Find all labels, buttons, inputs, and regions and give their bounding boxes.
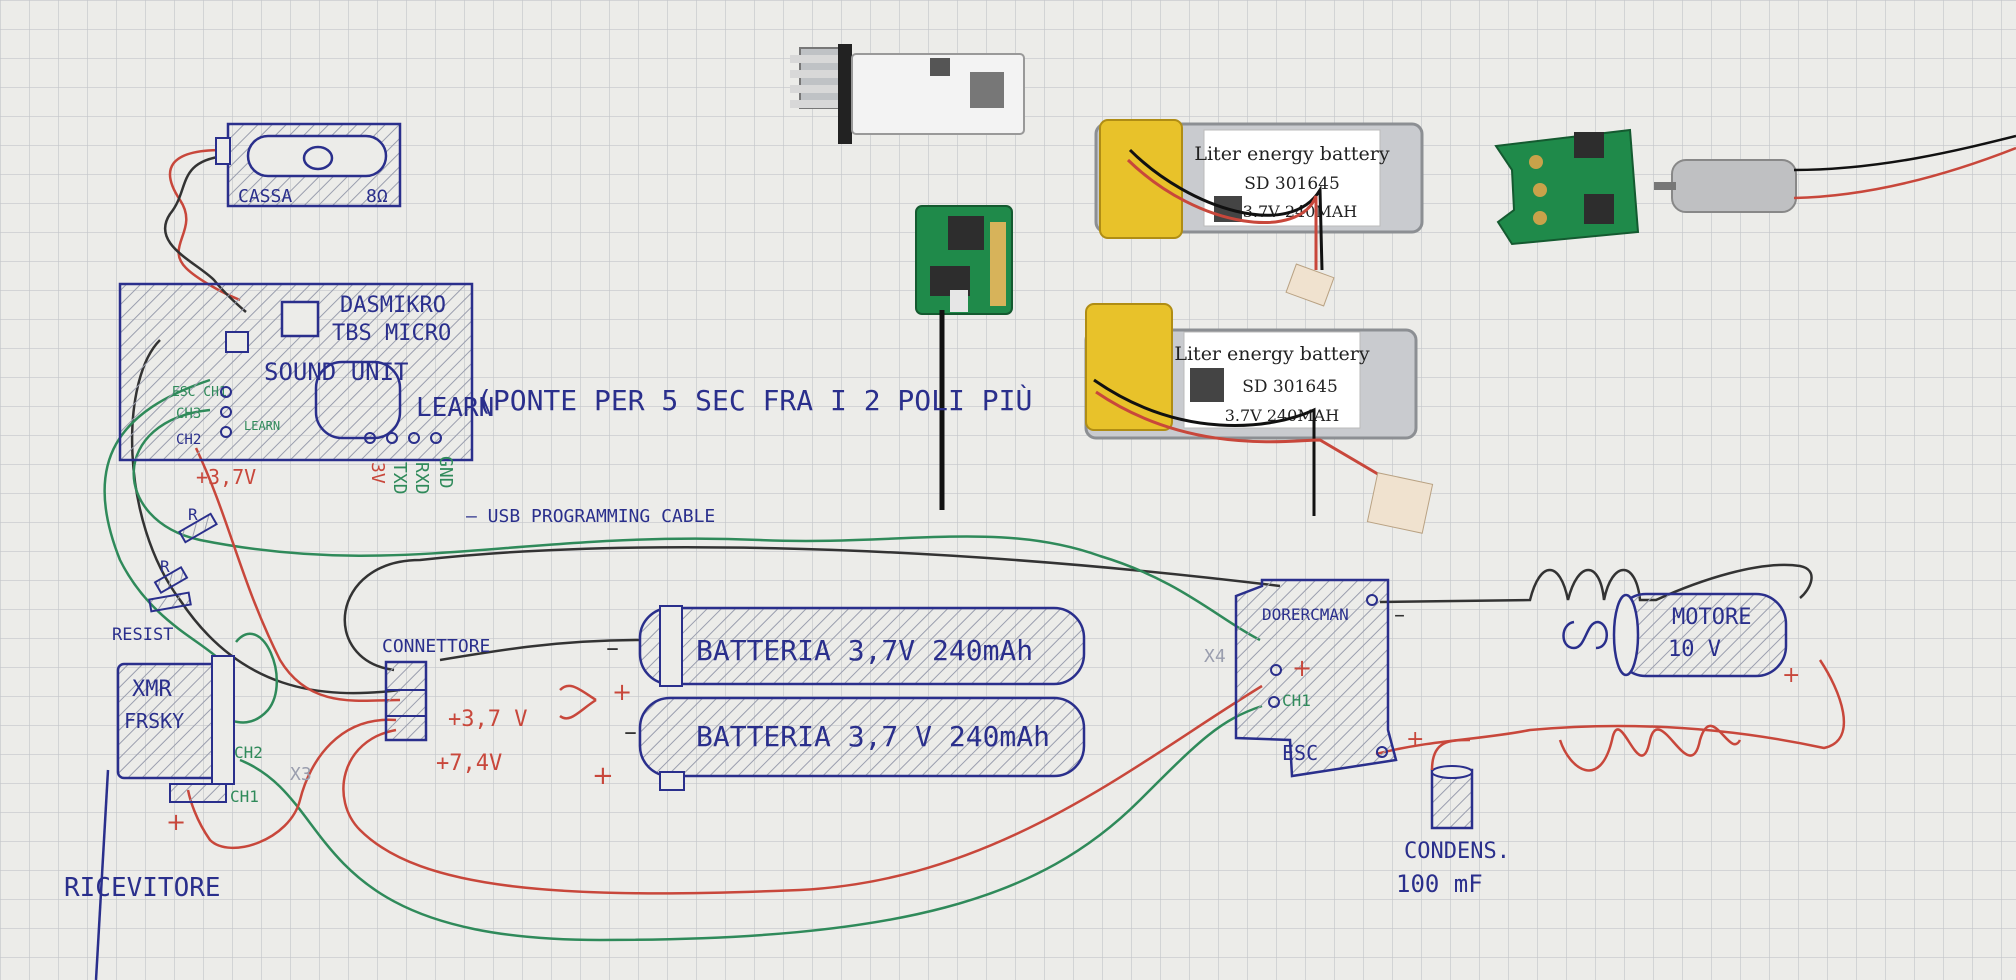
lipo-battery-photo-2: Liter energy battery SD 301645 3.7V 240M… (1084, 303, 1434, 534)
capacitor-plus-sign: + (1406, 727, 1424, 752)
usb-cable-label: — USB PROGRAMMING CABLE (466, 506, 715, 527)
speaker-label: CASSA (238, 186, 292, 207)
wire-red-receiver (186, 718, 397, 850)
sound-unit-brand: DASMIKRO (340, 293, 446, 318)
wire-black-battery (439, 638, 641, 662)
plus-3v7-battery-label: +3,7 V (448, 707, 527, 732)
battery-1-label: BATTERIA 3,7V 240mAh (696, 634, 1033, 667)
wire-red-esc-plus (342, 684, 1263, 895)
ponte-note: (PONTE PER 5 SEC FRA I 2 POLI PIÙ (476, 383, 1032, 417)
receiver-pcb-photo (915, 205, 1013, 510)
resistor-1: R (178, 505, 218, 544)
receiver-ch2-label: CH2 (234, 743, 263, 762)
receiver-brand: FRSKY (124, 709, 184, 733)
resist-label: RESIST (112, 625, 173, 645)
battery-2-label: BATTERIA 3,7 V 240mAh (696, 720, 1050, 753)
capacitor-label: CONDENS. (1404, 839, 1510, 864)
speaker-cassa: CASSA 8Ω (215, 122, 402, 208)
battery-2-plus: + (592, 761, 614, 791)
esc-brand-label: DORERCMAN (1262, 605, 1349, 624)
pin-txd-label: TXD (389, 462, 410, 495)
battery-photo-1-brand: Liter energy battery (1194, 143, 1390, 165)
connector: CONNETTORE (382, 636, 490, 742)
esc-label: ESC (1282, 741, 1318, 765)
capacitor-value: 100 mF (1396, 870, 1483, 898)
battery-photo-2-model: SD 301645 (1242, 377, 1338, 397)
resistor-2: R (148, 557, 192, 613)
motor-voltage: 10 V (1668, 637, 1721, 662)
battery-1-minus: – (606, 633, 619, 663)
sound-unit-board: DASMIKRO TBS MICRO SOUND UNIT LEARN ESC … (118, 282, 494, 462)
esc-dorercman: DORERCMAN ESC CH1 + (1234, 578, 1398, 778)
resistor-2-label: R (160, 557, 170, 576)
battery-photo-2-rating: 3.7V 240MAH (1225, 406, 1340, 425)
plus-7v4-label: +7,4V (436, 751, 502, 776)
motor-drawing: MOTORE 10 V + – (1394, 592, 1800, 688)
motor-plus-sign: + (1782, 663, 1800, 688)
esc-ch1-label: CH1 (1282, 691, 1311, 710)
pin-gnd-label: GND (435, 456, 456, 489)
motor-minus-sign: – (1394, 603, 1405, 628)
wire-red-3v7 (194, 447, 401, 703)
resistor-1-label: R (188, 505, 198, 524)
receiver-ch1-label: CH1 (230, 787, 259, 806)
receiver-xmr: XMR FRSKY CH2 CH1 + (116, 655, 263, 836)
battery-1-plus: + (612, 678, 632, 706)
esc-plus-sign: + (1292, 654, 1312, 682)
speaker-wire-red (168, 148, 241, 302)
lipo-battery-photo-1: Liter energy battery SD 301645 3.7V 240M… (1094, 119, 1424, 307)
sound-unit-model: TBS MICRO (332, 321, 451, 346)
battery-drawing-2: BATTERIA 3,7 V 240mAh – + (592, 696, 1086, 791)
wire-green-loop (227, 632, 278, 724)
receiver-model: XMR (132, 677, 172, 702)
x3-label: X3 (290, 764, 312, 785)
wire-black-top (343, 546, 1281, 672)
speaker-impedance: 8Ω (366, 186, 388, 207)
capacitor: + CONDENS. 100 mF (1396, 727, 1510, 898)
esc-ch1-label: ESC CH1 (172, 385, 227, 400)
battery-drawing-1: BATTERIA 3,7V 240mAh – + (606, 605, 1086, 706)
wire-green-esc (132, 408, 1261, 642)
x4-label: X4 (1204, 646, 1226, 667)
inductor-coil-bottom (1558, 724, 1742, 772)
battery-photo-1-model: SD 301645 (1244, 174, 1340, 194)
esc-pcb-photo (1494, 128, 1640, 246)
inductor-coil-top (1379, 563, 1813, 604)
antenna-line (94, 769, 110, 980)
pin-rxd-label: RXD (411, 462, 432, 495)
ch3-label: CH3 (176, 406, 201, 422)
battery-photo-2-brand: Liter energy battery (1174, 343, 1370, 365)
battery-photo-1-rating: 3.7V 240MAH (1243, 202, 1358, 221)
wire-green-ch1 (239, 704, 1263, 942)
motor-label: MOTORE (1672, 605, 1751, 630)
ch2-learn-label: CH2 (176, 432, 201, 448)
motor-photo (1654, 134, 2016, 213)
qr-code-icon (1190, 368, 1224, 402)
wire-red-battery-link (559, 684, 597, 720)
battery-2-minus: – (624, 717, 637, 747)
receiver-label: RICEVITORE (64, 873, 221, 903)
pin-3v-label: 3V (367, 462, 388, 484)
connector-label: CONNETTORE (382, 636, 490, 657)
sound-module-photo (790, 44, 1025, 144)
learn-small-label: LEARN (244, 419, 280, 433)
learn-label: LEARN (416, 393, 494, 423)
receiver-plus-sign: + (166, 808, 186, 836)
sound-unit-title: SOUND UNIT (264, 358, 409, 386)
plus-3v7-label: +3,7V (196, 465, 256, 489)
